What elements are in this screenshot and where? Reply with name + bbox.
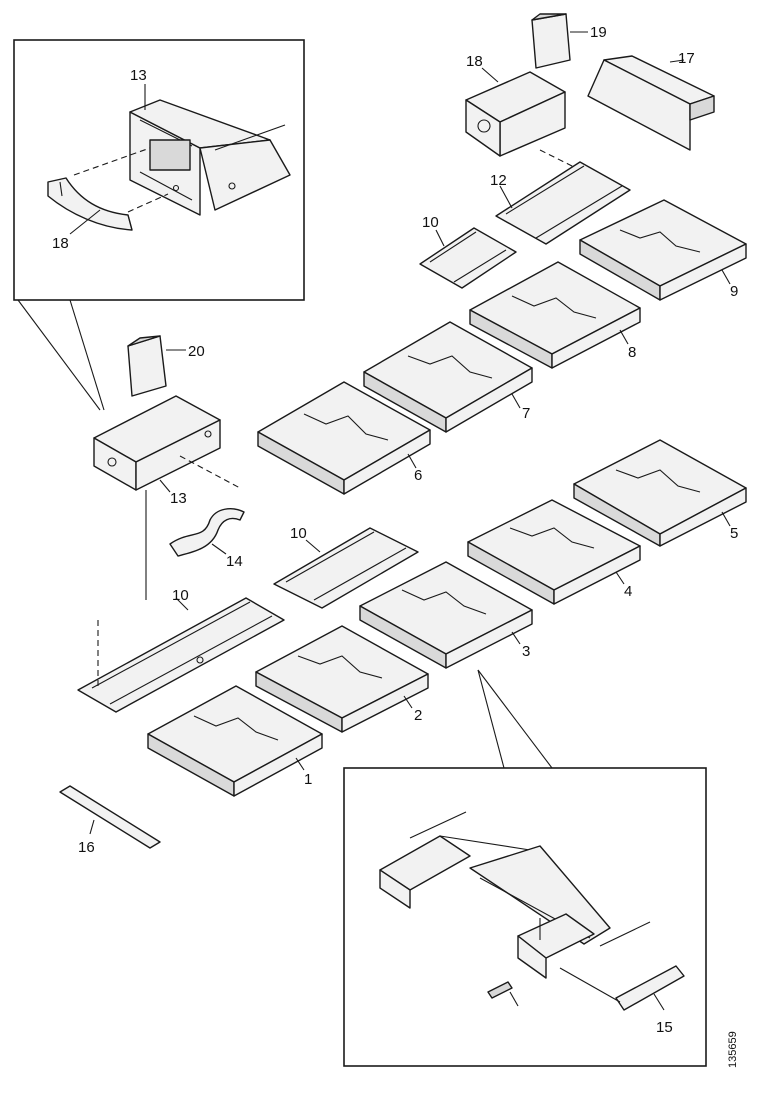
part-10-tray-middle: 10 <box>273 525 419 609</box>
part-18-top: 19 <box>531 13 607 69</box>
module-2: 2 <box>255 625 429 733</box>
callout-15: 18 <box>52 235 69 252</box>
module-7: 7 <box>363 321 533 433</box>
part-13-frame-member: 13 <box>93 395 221 507</box>
callout-5: 5 <box>730 525 738 542</box>
part-17-angle-cover: 17 <box>587 50 715 151</box>
inset-bracket <box>517 913 651 979</box>
part-16-strip: 16 <box>59 785 161 856</box>
callout-18-lower: 20 <box>188 343 205 360</box>
callout-1: 1 <box>304 771 312 788</box>
callout-6: 6 <box>414 467 422 484</box>
callout-7: 7 <box>522 405 530 422</box>
part-19-rail: 15 <box>559 965 685 1036</box>
part-10-tray-large: 10 <box>77 587 285 713</box>
inset-pointer-line <box>477 669 505 769</box>
part-18-lower: 20 <box>127 335 205 397</box>
part-10-tray-top: 10 <box>419 214 517 289</box>
connector-dashed <box>539 149 581 171</box>
callout-8: 8 <box>628 344 636 361</box>
inset-frame-member <box>129 99 291 216</box>
callout-13-lower: 13 <box>170 490 187 507</box>
detail-inset-top-left: 13 18 <box>13 39 305 301</box>
callout-11: 12 <box>490 172 507 189</box>
part-14-end-box: 18 <box>465 53 566 157</box>
callout-19: 15 <box>656 1019 673 1036</box>
module-5: 5 <box>573 439 747 547</box>
callout-3: 3 <box>522 643 530 660</box>
module-3: 3 <box>359 561 533 669</box>
callout-2: 2 <box>414 707 422 724</box>
callout-13-inset: 13 <box>130 67 147 84</box>
part-12-cable: 14 <box>169 508 245 570</box>
callout-12: 14 <box>226 553 243 570</box>
callout-10-middle: 10 <box>290 525 307 542</box>
part-20-pin <box>487 981 519 1007</box>
inset-rail-assembly <box>379 811 611 945</box>
callout-4: 4 <box>624 583 632 600</box>
module-9: 9 <box>579 199 747 301</box>
module-4: 4 <box>467 499 641 605</box>
callout-9: 9 <box>730 283 738 300</box>
inset-pointer-line <box>17 299 101 411</box>
module-1: 1 <box>147 685 323 797</box>
connector-dashed <box>179 455 241 489</box>
callout-16: 16 <box>78 839 95 856</box>
callout-17: 17 <box>678 50 695 67</box>
module-6: 6 <box>257 381 431 495</box>
callout-18-top: 19 <box>590 24 607 41</box>
callout-10-large: 10 <box>172 587 189 604</box>
inset-pointer-line <box>477 669 553 769</box>
inset-pointer-line <box>69 299 105 411</box>
callout-10-top: 10 <box>422 214 439 231</box>
callout-14: 18 <box>466 53 483 70</box>
detail-inset-bottom-right: 15 <box>343 767 707 1067</box>
document-id-label: 135659 <box>727 1031 739 1068</box>
module-8: 8 <box>469 261 641 369</box>
part-11-tray: 12 <box>490 161 631 245</box>
inset-curved-insulator <box>47 177 133 231</box>
